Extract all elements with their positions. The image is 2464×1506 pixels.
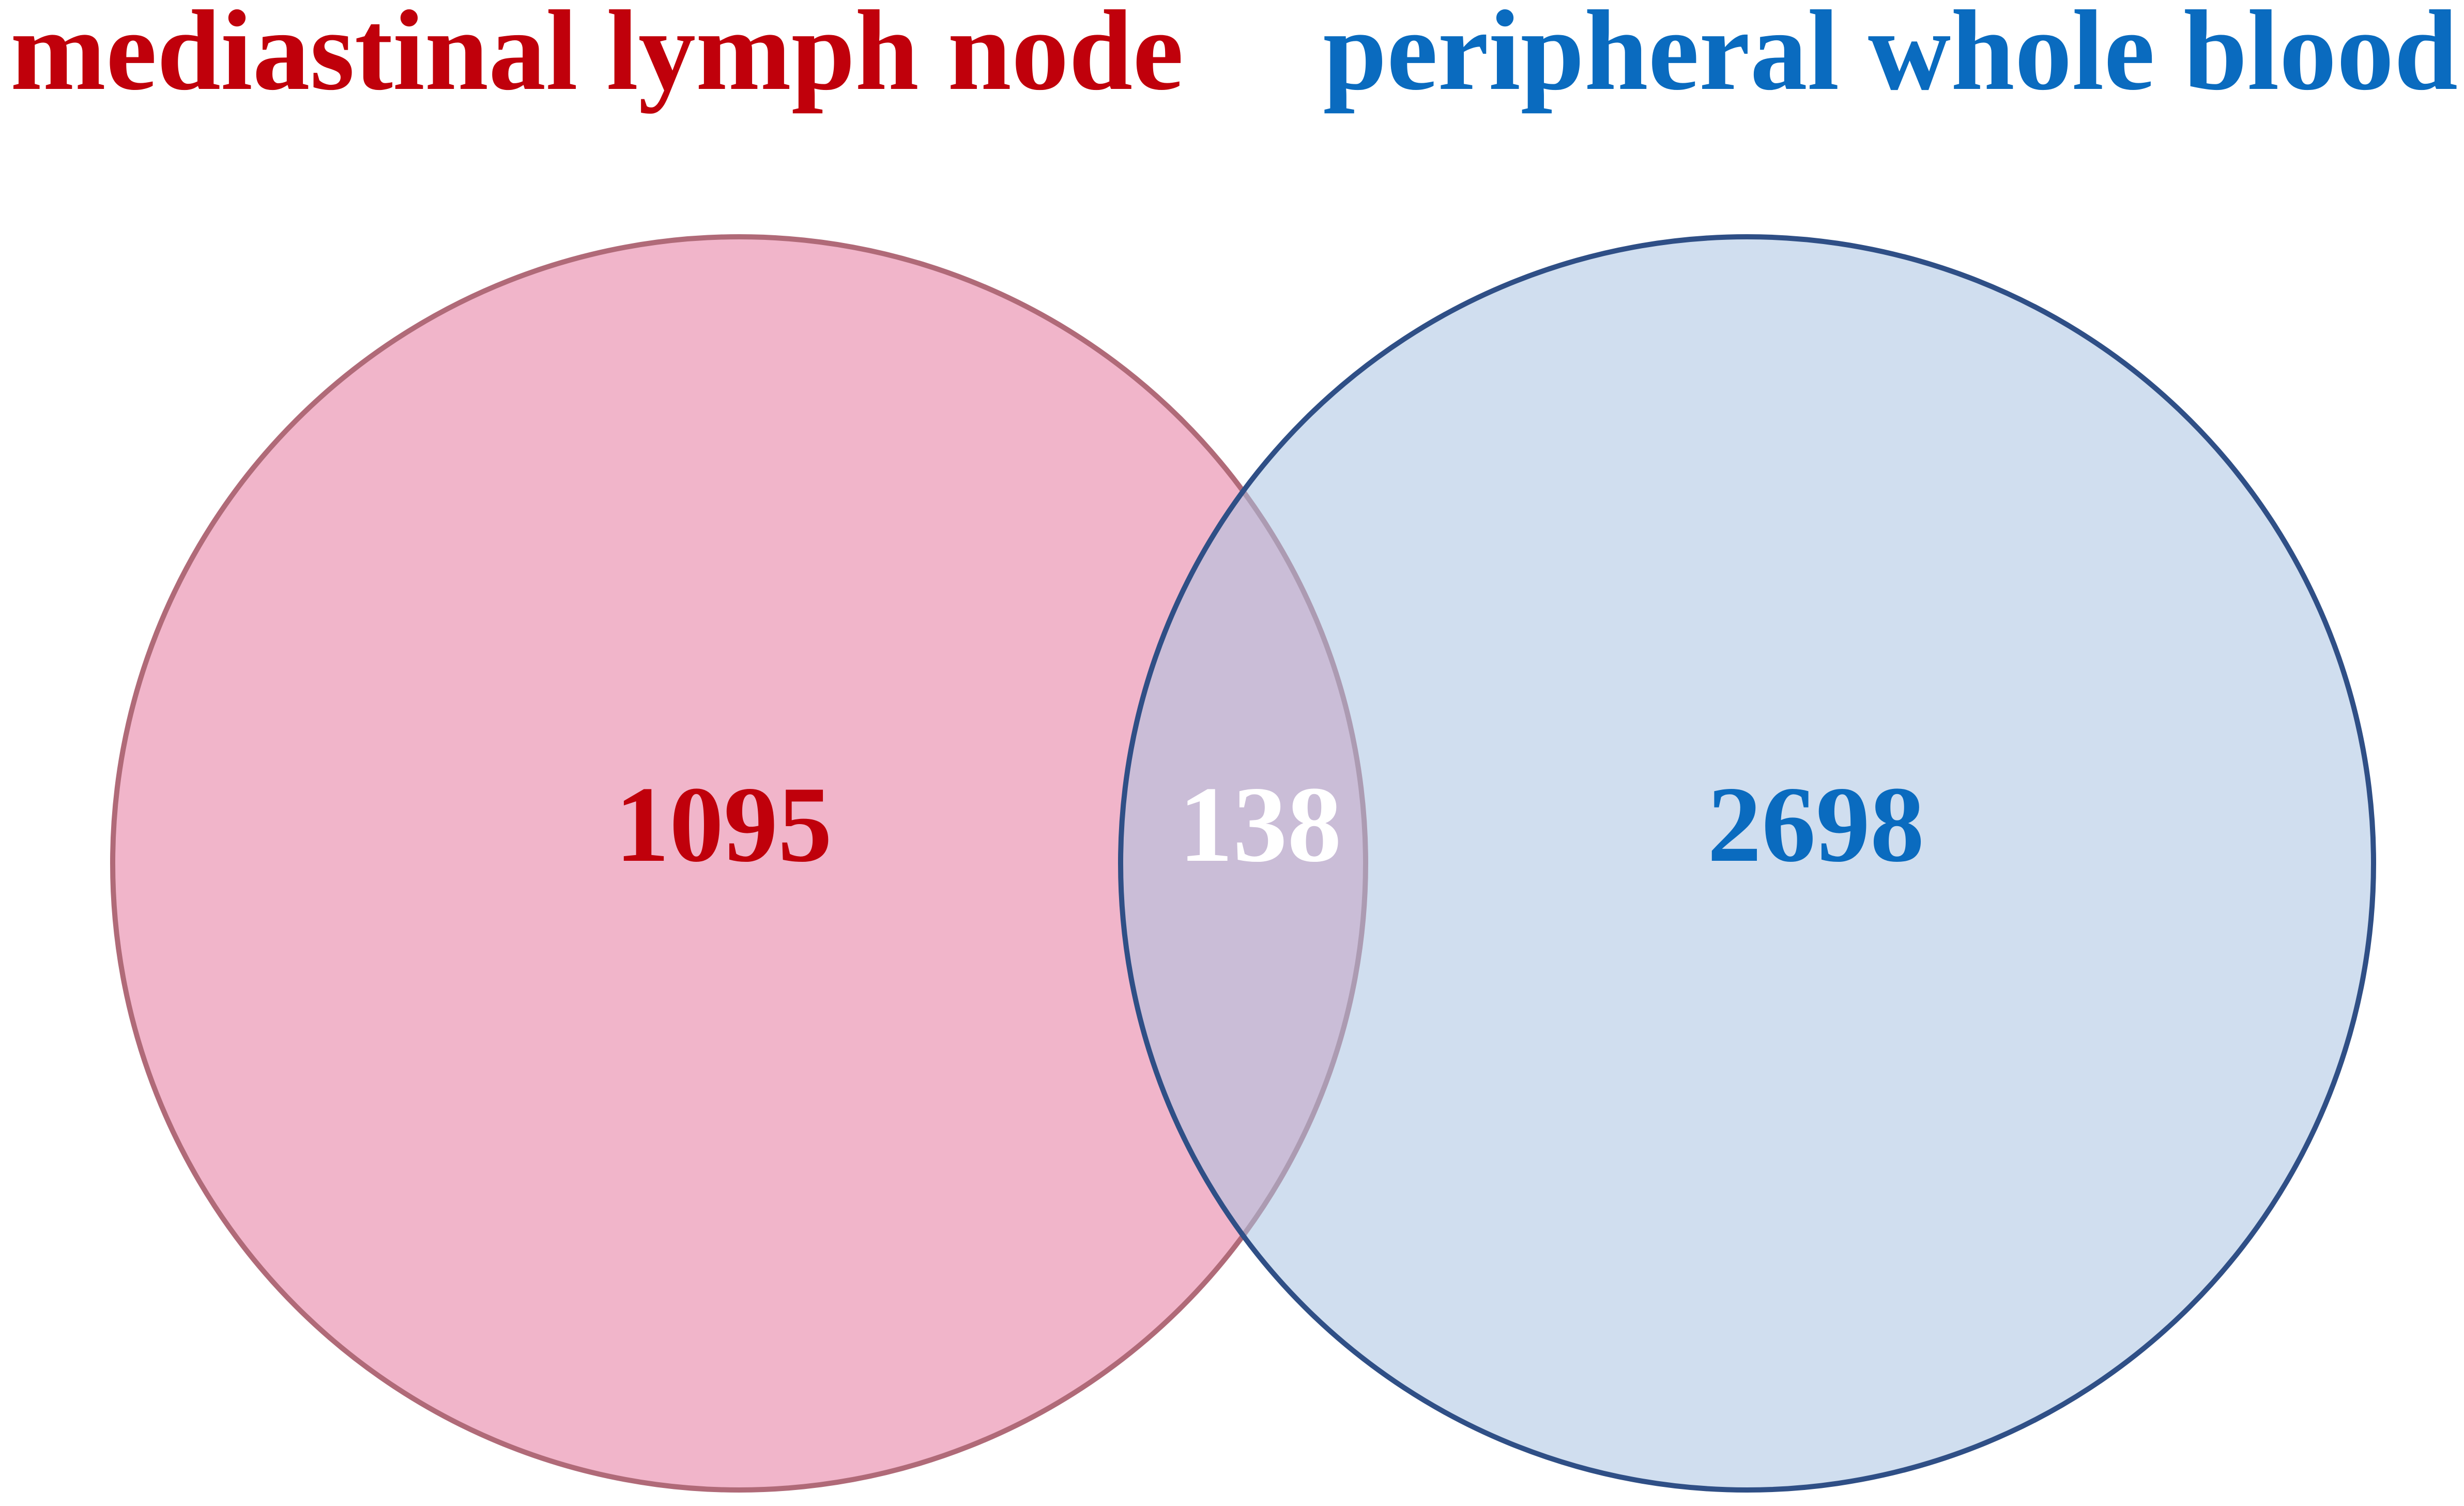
count-intersection: 138 xyxy=(1179,765,1342,885)
count-right-only: 2698 xyxy=(1707,765,1924,885)
set-title-peripheral-whole-blood: peripheral whole blood xyxy=(1323,0,2458,114)
count-left-only: 1095 xyxy=(615,765,832,885)
set-circle-peripheral-whole-blood xyxy=(1118,234,2376,1493)
set-title-mediastinal-lymph-node: mediastinal lymph node xyxy=(10,0,1184,114)
